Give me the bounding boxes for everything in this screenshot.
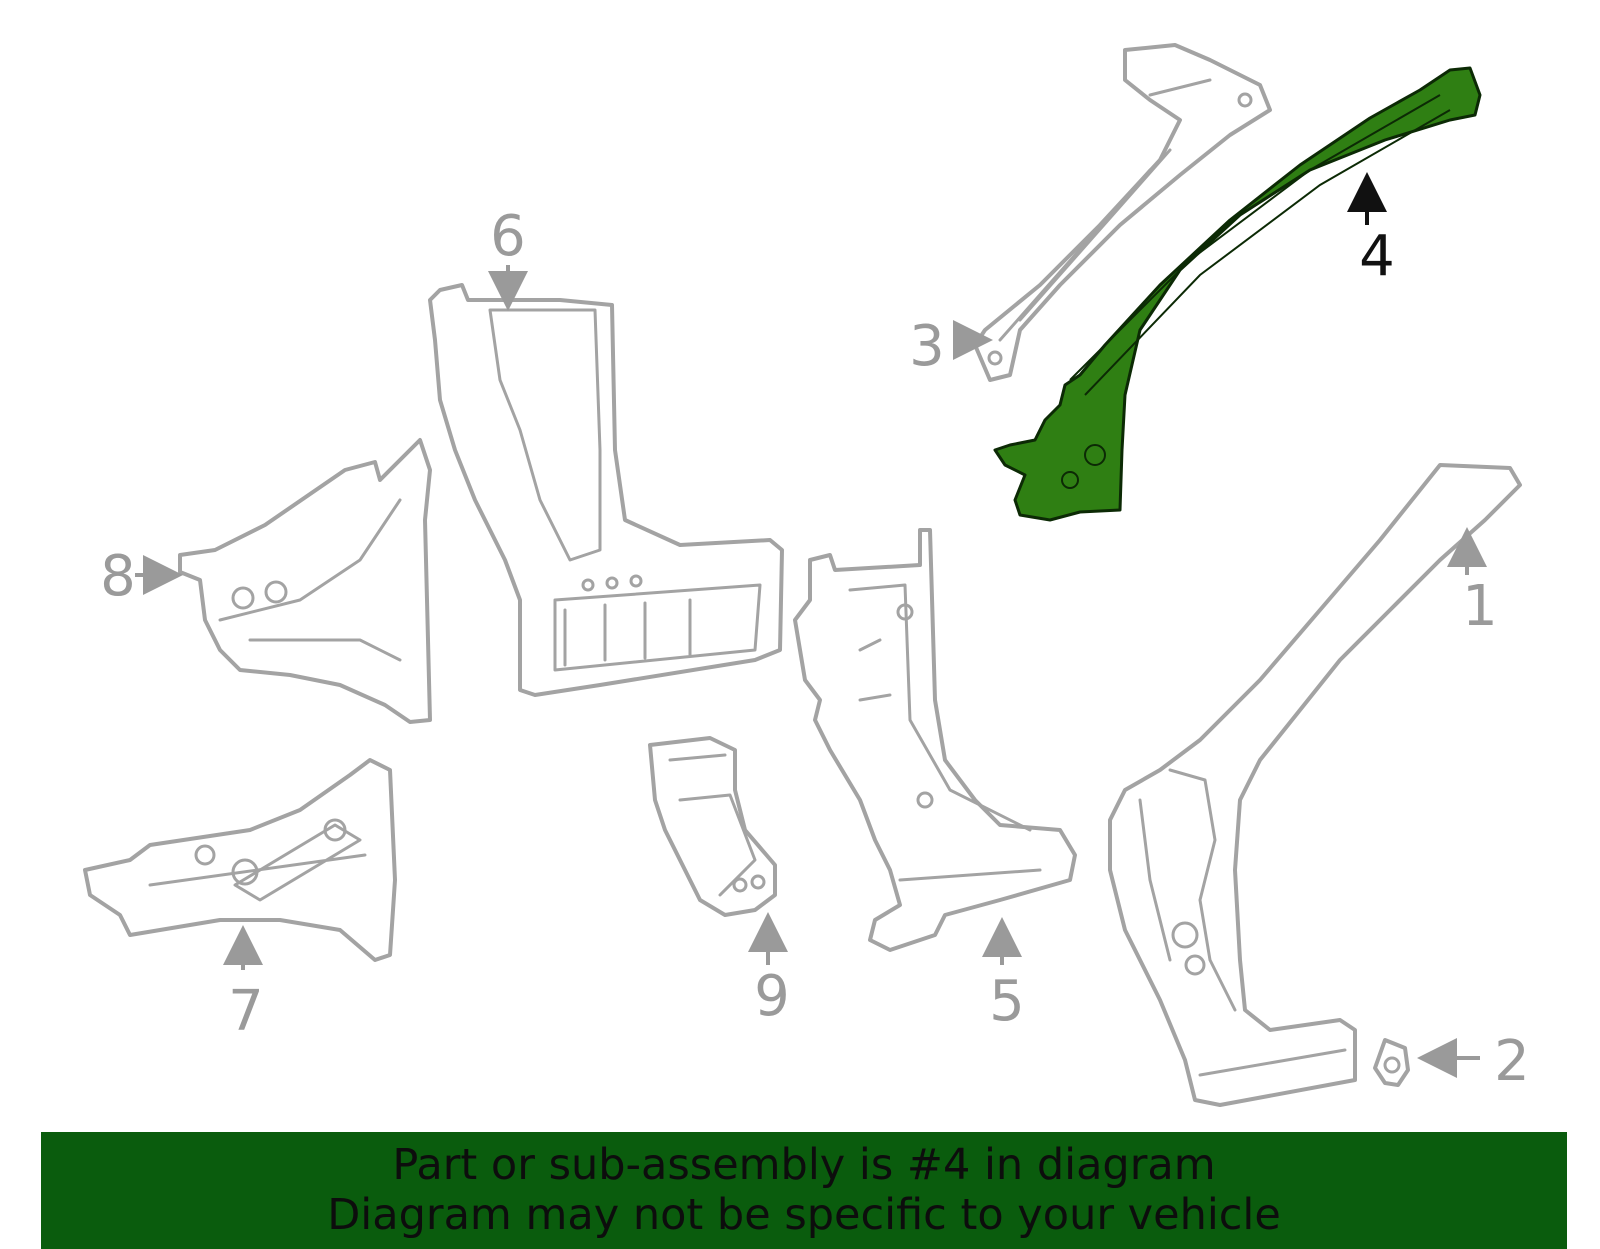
callout-5-label: 5 (989, 969, 1025, 1034)
banner-line-1: Part or sub-assembly is #4 in diagram (392, 1140, 1216, 1190)
part-4-shape (993, 66, 1482, 522)
callout-8-label: 8 (100, 544, 136, 609)
banner-line-2: Diagram may not be specific to your vehi… (327, 1190, 1281, 1240)
callout-2-label: 2 (1494, 1029, 1530, 1094)
part-3-roof-rail (973, 43, 1272, 382)
part-8-wheelhouse-reinforcement (178, 438, 432, 724)
part-7-wheelhouse-outer (83, 758, 397, 962)
callout-6-label: 6 (490, 204, 526, 269)
part-9-pillar-bracket (648, 736, 777, 917)
part-4-roof-rail-inner (993, 66, 1482, 522)
part-2-clip (1373, 1038, 1410, 1087)
callout-9-label: 9 (754, 964, 790, 1029)
callout-4-label: 4 (1359, 224, 1395, 289)
part-6-pillar-inner (428, 283, 784, 697)
part-5-pillar-lower (793, 528, 1077, 952)
callout-3-label: 3 (909, 314, 945, 379)
part-1-body-side-outer (1108, 463, 1522, 1107)
callout-1-label: 1 (1462, 574, 1498, 639)
callout-7-label: 7 (228, 979, 264, 1044)
info-banner: Part or sub-assembly is #4 in diagram Di… (41, 1132, 1567, 1249)
